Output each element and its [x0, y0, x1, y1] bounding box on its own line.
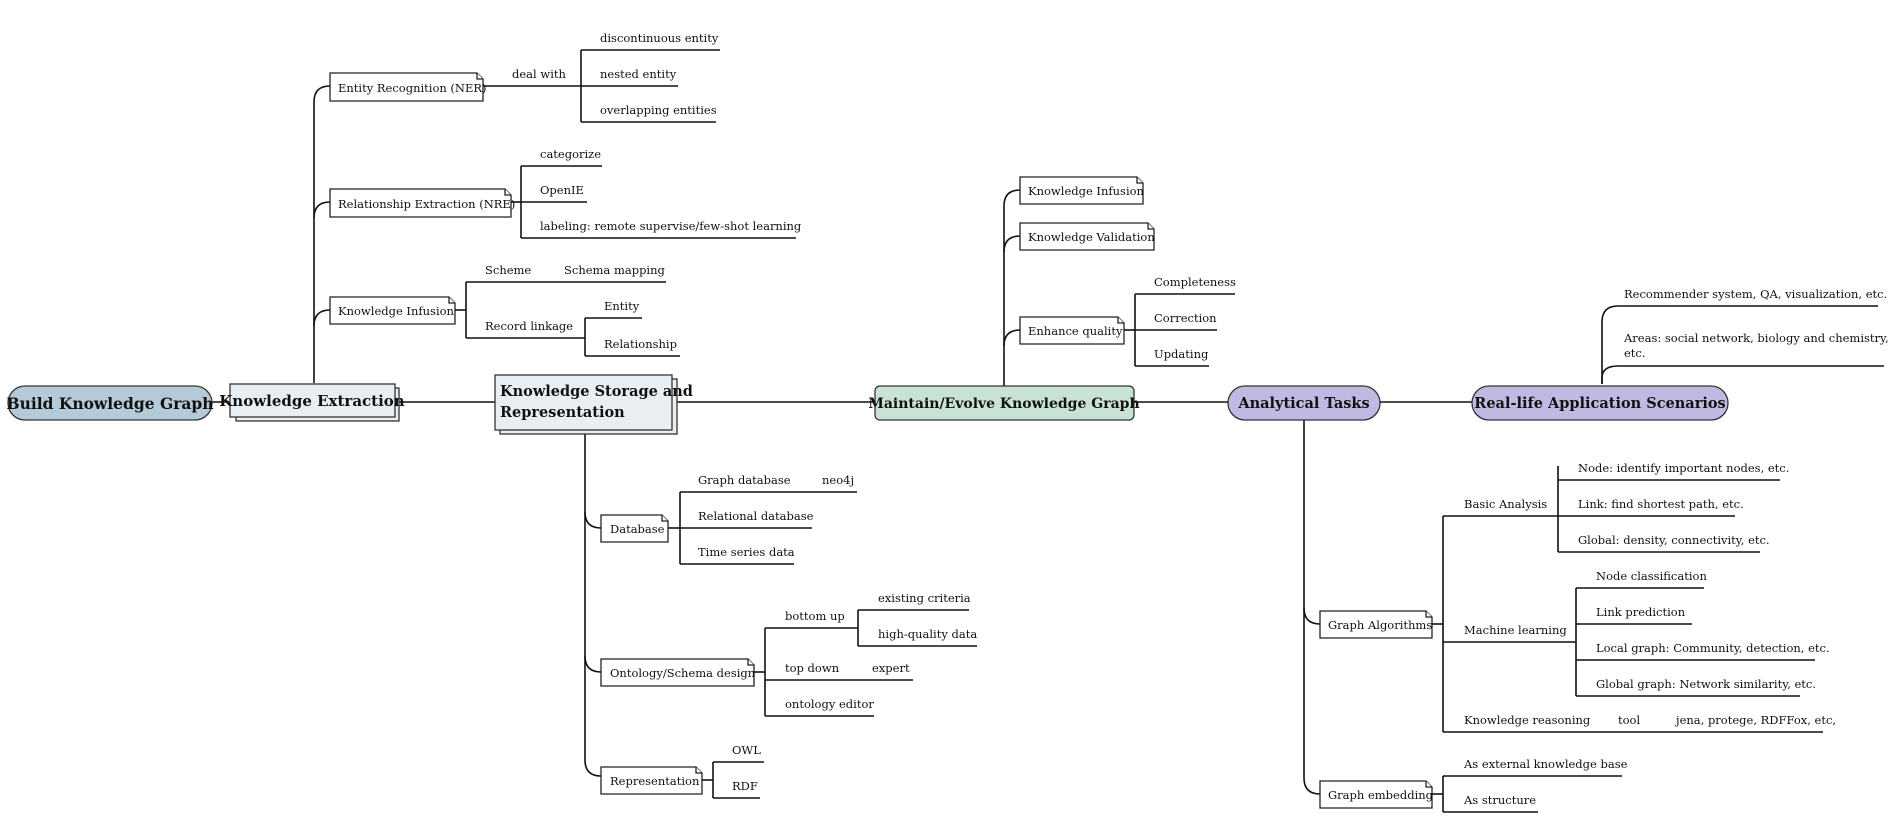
onto-node[interactable]: Ontology/Schema design	[610, 666, 756, 680]
rl-recommender: Recommender system, QA, visualization, e…	[1624, 287, 1887, 301]
rep-box	[600, 766, 703, 795]
ga-basic-link: Link: find shortest path, etc.	[1578, 497, 1744, 511]
ge-structure: As structure	[1463, 793, 1536, 807]
knowledge-extraction-node[interactable]: Knowledge Extraction	[219, 392, 405, 410]
nre-openie: OpenIE	[540, 183, 584, 197]
ki-node[interactable]: Knowledge Infusion	[338, 304, 455, 318]
db-relational: Relational database	[698, 509, 814, 523]
maintain-node-shape	[874, 385, 1135, 421]
m-updating: Updating	[1154, 347, 1209, 361]
connector-lines	[212, 49, 1884, 813]
m-infusion-box	[1019, 176, 1144, 205]
onto-existing: existing criteria	[878, 591, 971, 605]
ki-record-linkage: Record linkage	[485, 319, 573, 333]
ki-entity: Entity	[604, 299, 640, 313]
ga-ml-node: Node classification	[1596, 569, 1707, 583]
rep-rdf: RDF	[732, 779, 758, 793]
m-completeness: Completeness	[1154, 275, 1236, 289]
ga-basic-node: Node: identify important nodes, etc.	[1578, 461, 1789, 475]
m-enhance-box	[1019, 316, 1125, 345]
db-timeseries: Time series data	[698, 545, 795, 559]
ge-box	[1319, 780, 1433, 809]
nre-labeling: labeling: remote supervise/few-shot lear…	[540, 219, 802, 233]
ki-relationship: Relationship	[604, 337, 677, 351]
knowledge-storage-line2: Representation	[500, 404, 625, 421]
ga-kr-tool: tool	[1618, 713, 1640, 727]
ga-basic-global: Global: density, connectivity, etc.	[1578, 533, 1770, 547]
ga-kr-jena: jena, protege, RDFFox, etc,	[1674, 713, 1836, 727]
ki-scheme: Scheme	[485, 263, 531, 277]
ga-ml-global: Global graph: Network similarity, etc.	[1596, 677, 1816, 691]
ner-node[interactable]: Entity Recognition (NER)	[338, 81, 487, 95]
reallife-node-shape	[1471, 385, 1729, 421]
maintain-node[interactable]: Maintain/Evolve Knowledge Graph	[868, 396, 1139, 412]
onto-top-down: top down	[785, 661, 840, 675]
knowledge-extraction-shape	[229, 383, 396, 418]
rl-areas-line2: etc.	[1624, 346, 1646, 360]
ga-node[interactable]: Graph Algorithms	[1328, 618, 1432, 632]
ga-ml-link: Link prediction	[1596, 605, 1686, 619]
ner-overlapping: overlapping entities	[600, 103, 717, 117]
rl-areas: Areas: social network, biology and chemi…	[1623, 331, 1888, 360]
nre-node[interactable]: Relationship Extraction (NRE)	[338, 197, 515, 211]
ga-kr: Knowledge reasoning	[1464, 713, 1591, 727]
ner-box	[329, 72, 484, 102]
onto-box	[600, 658, 755, 687]
ner-nested: nested entity	[600, 67, 677, 81]
m-validation-node[interactable]: Knowledge Validation	[1028, 230, 1155, 244]
reallife-node[interactable]: Real-life Application Scenarios	[1474, 395, 1725, 412]
onto-bottom-up: bottom up	[785, 609, 845, 623]
onto-expert: expert	[872, 661, 910, 675]
knowledge-storage-line1: Knowledge Storage and	[500, 383, 693, 400]
rl-areas-line1: Areas: social network, biology and chemi…	[1623, 331, 1888, 345]
root-node-shape	[7, 385, 213, 421]
ge-external: As external knowledge base	[1463, 757, 1628, 771]
analytical-node-shape	[1227, 385, 1381, 421]
root-node[interactable]: Build Knowledge Graph	[6, 394, 213, 413]
db-box	[600, 514, 669, 543]
db-neo4j: neo4j	[822, 473, 854, 487]
ki-schema-mapping: Schema mapping	[564, 263, 666, 277]
rep-owl: OWL	[732, 743, 761, 757]
m-infusion-node[interactable]: Knowledge Infusion	[1028, 184, 1145, 198]
ner-deal-with: deal with	[512, 67, 566, 81]
ga-basic: Basic Analysis	[1464, 497, 1547, 511]
analytical-node[interactable]: Analytical Tasks	[1237, 395, 1369, 412]
ga-box	[1319, 610, 1433, 639]
m-validation-box	[1019, 222, 1155, 251]
ga-ml-local: Local graph: Community, detection, etc.	[1596, 641, 1830, 655]
ki-box	[329, 296, 456, 325]
knowledge-storage-shape	[494, 374, 673, 431]
nre-categorize: categorize	[540, 147, 601, 161]
ge-node[interactable]: Graph embedding	[1328, 788, 1434, 802]
db-graph: Graph database	[698, 473, 791, 487]
m-correction: Correction	[1154, 311, 1217, 325]
m-enhance-node[interactable]: Enhance quality	[1028, 324, 1123, 338]
labels: Build Knowledge Graph Knowledge Extracti…	[6, 31, 1888, 807]
knowledge-storage-node[interactable]: Knowledge Storage and Representation	[500, 383, 698, 421]
db-node[interactable]: Database	[610, 522, 665, 536]
ner-discontinuous: discontinuous entity	[600, 31, 719, 45]
rep-node[interactable]: Representation	[610, 774, 700, 788]
onto-editor: ontology editor	[785, 697, 874, 711]
ga-ml: Machine learning	[1464, 623, 1567, 637]
node-boxes	[7, 72, 1729, 809]
nre-box	[329, 188, 512, 218]
onto-high-quality: high-quality data	[878, 627, 977, 641]
